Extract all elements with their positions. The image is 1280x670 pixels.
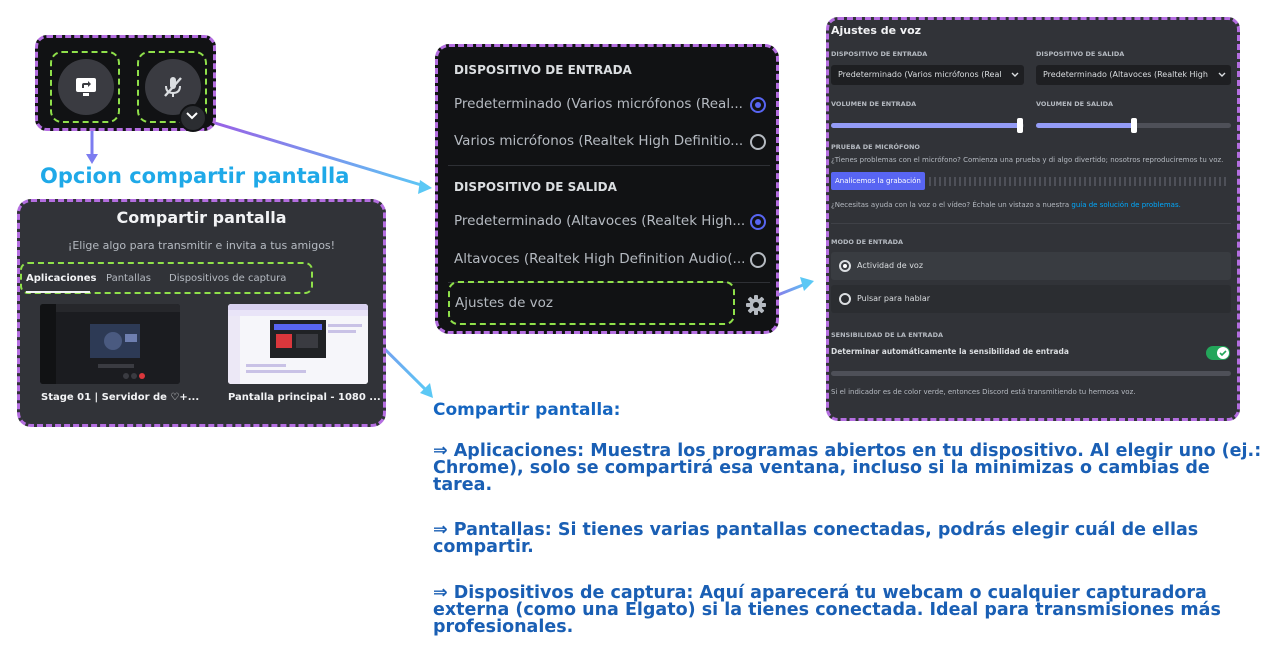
output-volume-slider[interactable]	[1036, 118, 1231, 133]
mic-test-label: PRUEBA DE MICRÓFONO	[831, 143, 920, 151]
share-screen-dialog: Compartir pantalla ¡Elige algo para tran…	[17, 199, 386, 427]
radio-input-default[interactable]	[750, 97, 766, 113]
input-volume-fill	[831, 123, 1021, 128]
analyze-recording-button[interactable]: Analicemos la grabación	[831, 172, 925, 190]
voice-settings-panel: Ajustes de voz DISPOSITIVO DE ENTRADA DI…	[826, 17, 1240, 421]
voice-controls-panel	[35, 35, 216, 132]
mode-push-to-talk[interactable]: Pulsar para hablar	[831, 285, 1231, 313]
active-tab-indicator	[26, 291, 90, 293]
screen-share-icon	[76, 78, 96, 96]
arrow-chevron-to-menu	[204, 118, 432, 194]
dialog-title: Compartir pantalla	[116, 208, 287, 227]
stage-preview-image	[40, 304, 180, 384]
input-device-option-realtek[interactable]: Varios micrófonos (Realtek High Definiti…	[454, 133, 744, 149]
input-volume-handle[interactable]	[1017, 118, 1024, 133]
app-thumbnail-stage[interactable]	[40, 304, 180, 384]
input-mode-label: MODO DE ENTRADA	[831, 238, 904, 246]
arrow-controls-to-caption	[86, 131, 98, 164]
voice-settings-label: Ajustes de voz	[455, 295, 554, 311]
tab-aplicaciones[interactable]: Aplicaciones	[26, 273, 97, 284]
auto-sensitivity-toggle[interactable]	[1206, 346, 1230, 360]
output-volume-handle[interactable]	[1130, 118, 1137, 133]
caption-share-option: Opcion compartir pantalla	[40, 164, 350, 188]
input-device-select[interactable]: Predeterminado (Varios micrófonos (Real	[831, 65, 1024, 85]
output-device-option-default[interactable]: Predeterminado (Altavoces (Realtek High.…	[454, 213, 746, 229]
mode-voice-activity[interactable]: Actividad de voz	[831, 252, 1231, 280]
thumbnail-label-main: Pantalla principal - 1080 ...	[228, 392, 381, 403]
sensitivity-label: SENSIBILIDAD DE LA ENTRADA	[831, 331, 943, 339]
mic-level-meter	[929, 177, 1229, 186]
explanation-capture-devices: ⇒ Dispositivos de captura: Aquí aparecer…	[433, 583, 1221, 637]
auto-sensitivity-text: Determinar automáticamente la sensibilid…	[831, 347, 1069, 356]
screen-share-button[interactable]	[50, 51, 120, 123]
tab-dispositivos-captura[interactable]: Dispositivos de captura	[169, 273, 287, 284]
radio-output-default[interactable]	[750, 214, 766, 230]
analyze-button-label: Analicemos la grabación	[835, 177, 921, 185]
share-tabs: Aplicaciones Pantallas Dispositivos de c…	[20, 262, 313, 294]
output-device-label: DISPOSITIVO DE SALIDA	[1036, 50, 1125, 58]
thumbnail-label-stage: Stage 01 | Servidor de ♡+...	[41, 392, 200, 403]
input-volume-slider[interactable]	[831, 118, 1024, 133]
input-device-header: DISPOSITIVO DE ENTRADA	[454, 63, 632, 77]
mic-test-description: ¿Tienes problemas con el micrófono? Comi…	[831, 156, 1224, 164]
explanation-title: Compartir pantalla:	[433, 400, 621, 420]
mic-muted-icon	[164, 77, 182, 97]
input-device-option-default[interactable]: Predeterminado (Varios micrófonos (Real.…	[454, 96, 743, 112]
explanation-apps: ⇒ Aplicaciones: Muestra los programas ab…	[433, 441, 1262, 495]
explanation-screens: ⇒ Pantallas: Si tienes varias pantallas …	[433, 520, 1199, 557]
input-volume-label: VOLUMEN DE ENTRADA	[831, 100, 917, 108]
help-text-body: ¿Necesitas ayuda con la voz o el vídeo? …	[831, 201, 1070, 209]
troubleshooting-link[interactable]: guía de solución de problemas.	[1071, 201, 1181, 209]
settings-title: Ajustes de voz	[831, 24, 922, 37]
mode-voice-activity-label: Actividad de voz	[857, 261, 924, 270]
mode-push-to-talk-label: Pulsar para hablar	[857, 294, 931, 303]
section-divider	[831, 223, 1231, 224]
audio-options-button[interactable]	[179, 104, 207, 132]
dialog-subtitle: ¡Elige algo para transmitir e invita a t…	[67, 239, 336, 252]
chevron-down-icon	[1011, 72, 1019, 77]
radio-push-to-talk[interactable]	[839, 293, 851, 305]
radio-output-realtek[interactable]	[750, 252, 766, 268]
output-volume-fill	[1036, 123, 1134, 128]
indicator-text: Si el indicador es de color verde, enton…	[831, 388, 1136, 396]
help-text: ¿Necesitas ayuda con la voz o el vídeo? …	[831, 201, 1181, 209]
gear-icon[interactable]	[746, 295, 766, 315]
output-volume-label: VOLUMEN DE SALIDA	[1036, 100, 1114, 108]
menu-divider	[448, 165, 770, 166]
output-device-value: Predeterminado (Altavoces (Realtek High	[1043, 70, 1208, 79]
chevron-down-icon	[1218, 72, 1226, 77]
sensitivity-bar	[831, 371, 1231, 376]
voice-settings-item[interactable]: Ajustes de voz	[448, 281, 735, 325]
chevron-down-icon	[186, 112, 198, 120]
audio-device-menu: DISPOSITIVO DE ENTRADA Predeterminado (V…	[435, 44, 779, 334]
tab-pantallas[interactable]: Pantallas	[106, 273, 151, 284]
output-device-header: DISPOSITIVO DE SALIDA	[454, 180, 617, 194]
output-device-select[interactable]: Predeterminado (Altavoces (Realtek High	[1036, 65, 1231, 85]
screen-thumbnail-main[interactable]	[228, 304, 368, 384]
input-device-value: Predeterminado (Varios micrófonos (Real	[838, 70, 1002, 79]
check-icon	[1219, 350, 1227, 357]
input-device-label: DISPOSITIVO DE ENTRADA	[831, 50, 928, 58]
output-device-option-realtek[interactable]: Altavoces (Realtek High Definition Audio…	[454, 251, 746, 267]
radio-voice-activity[interactable]	[839, 260, 851, 272]
radio-input-realtek[interactable]	[750, 134, 766, 150]
main-screen-preview-image	[228, 304, 368, 384]
